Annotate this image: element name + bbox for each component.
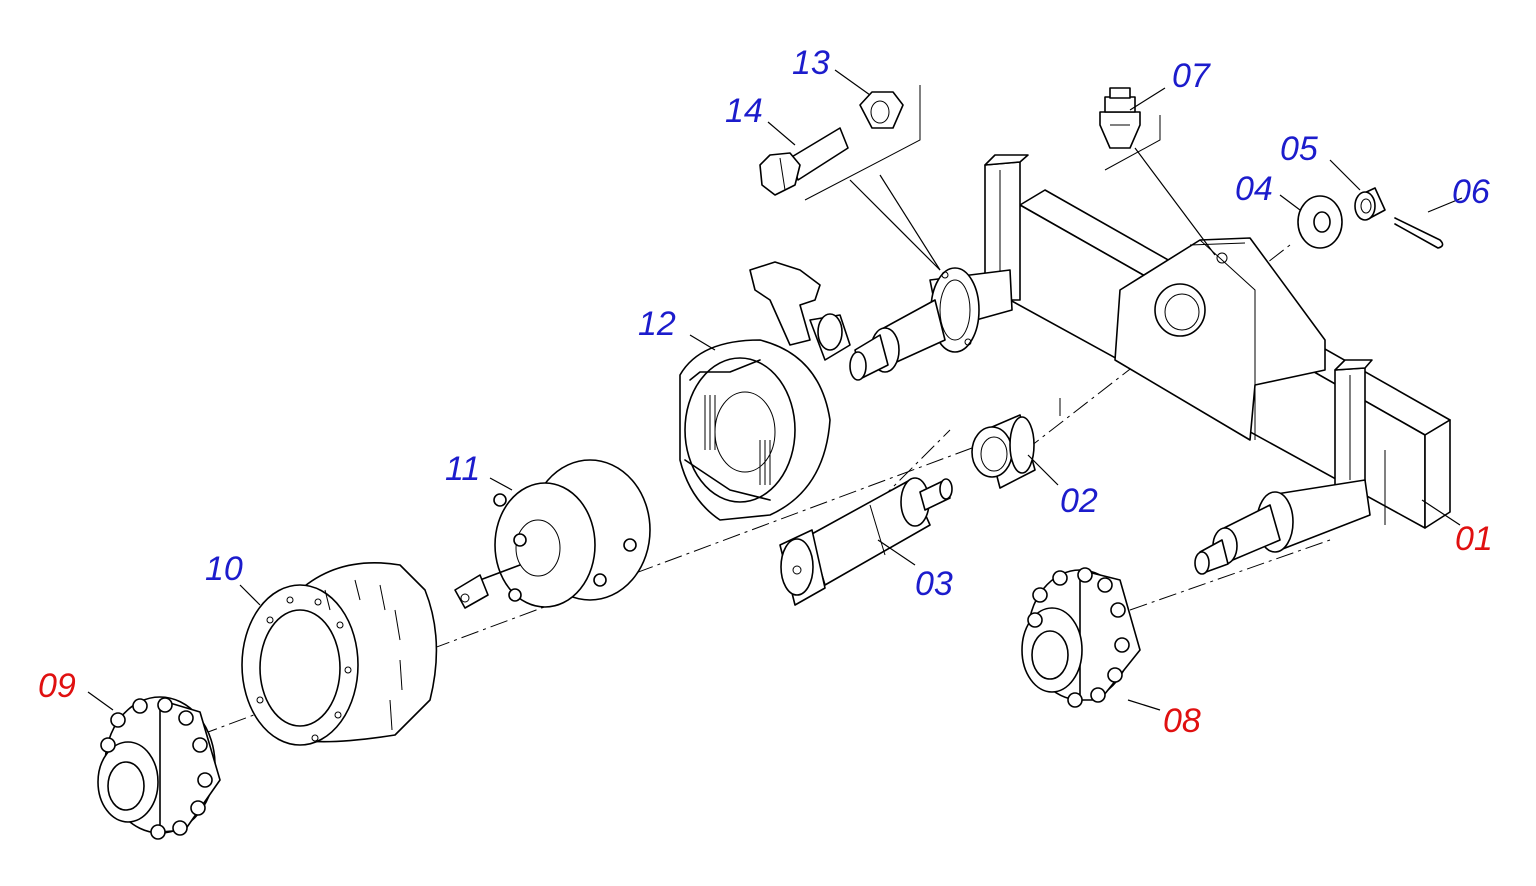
bushing [971, 414, 1036, 489]
hub-left [97, 696, 221, 840]
label-11: 11 [445, 450, 480, 488]
reference-frames [804, 85, 1161, 201]
label-08: 08 [1163, 702, 1201, 740]
brake-drum-ribs [324, 579, 403, 731]
bolt [759, 127, 849, 196]
nut [859, 91, 904, 129]
label-13: 13 [792, 44, 830, 82]
label-03: 03 [915, 565, 953, 603]
label-02: 02 [1060, 482, 1098, 520]
brake-drum-bolt-holes [256, 596, 352, 742]
hub-left-studs [100, 697, 213, 840]
cotter-pin [1394, 217, 1444, 249]
label-01: 01 [1455, 520, 1493, 558]
axle-beam [849, 154, 1451, 575]
brake-chamber [454, 459, 651, 609]
label-04: 04 [1235, 170, 1273, 208]
label-07: 07 [1172, 57, 1211, 95]
brake-assembly [679, 261, 851, 521]
grease-fitting [1099, 87, 1141, 149]
pin [779, 477, 953, 606]
label-06: 06 [1452, 173, 1490, 211]
leader-lines [87, 69, 1463, 711]
brake-drum [241, 562, 438, 746]
label-14: 14 [725, 92, 763, 130]
label-09: 09 [38, 667, 76, 705]
hub-right-studs [1027, 567, 1130, 708]
label-10: 10 [205, 550, 243, 588]
brake-springs [704, 395, 771, 485]
hub-right [1021, 567, 1141, 708]
part-labels: 01 02 03 04 05 06 07 08 09 10 11 12 13 1… [38, 44, 1493, 740]
washer [1297, 195, 1343, 249]
label-05: 05 [1280, 130, 1318, 168]
label-12: 12 [638, 305, 676, 343]
castle-nut [1354, 187, 1386, 221]
